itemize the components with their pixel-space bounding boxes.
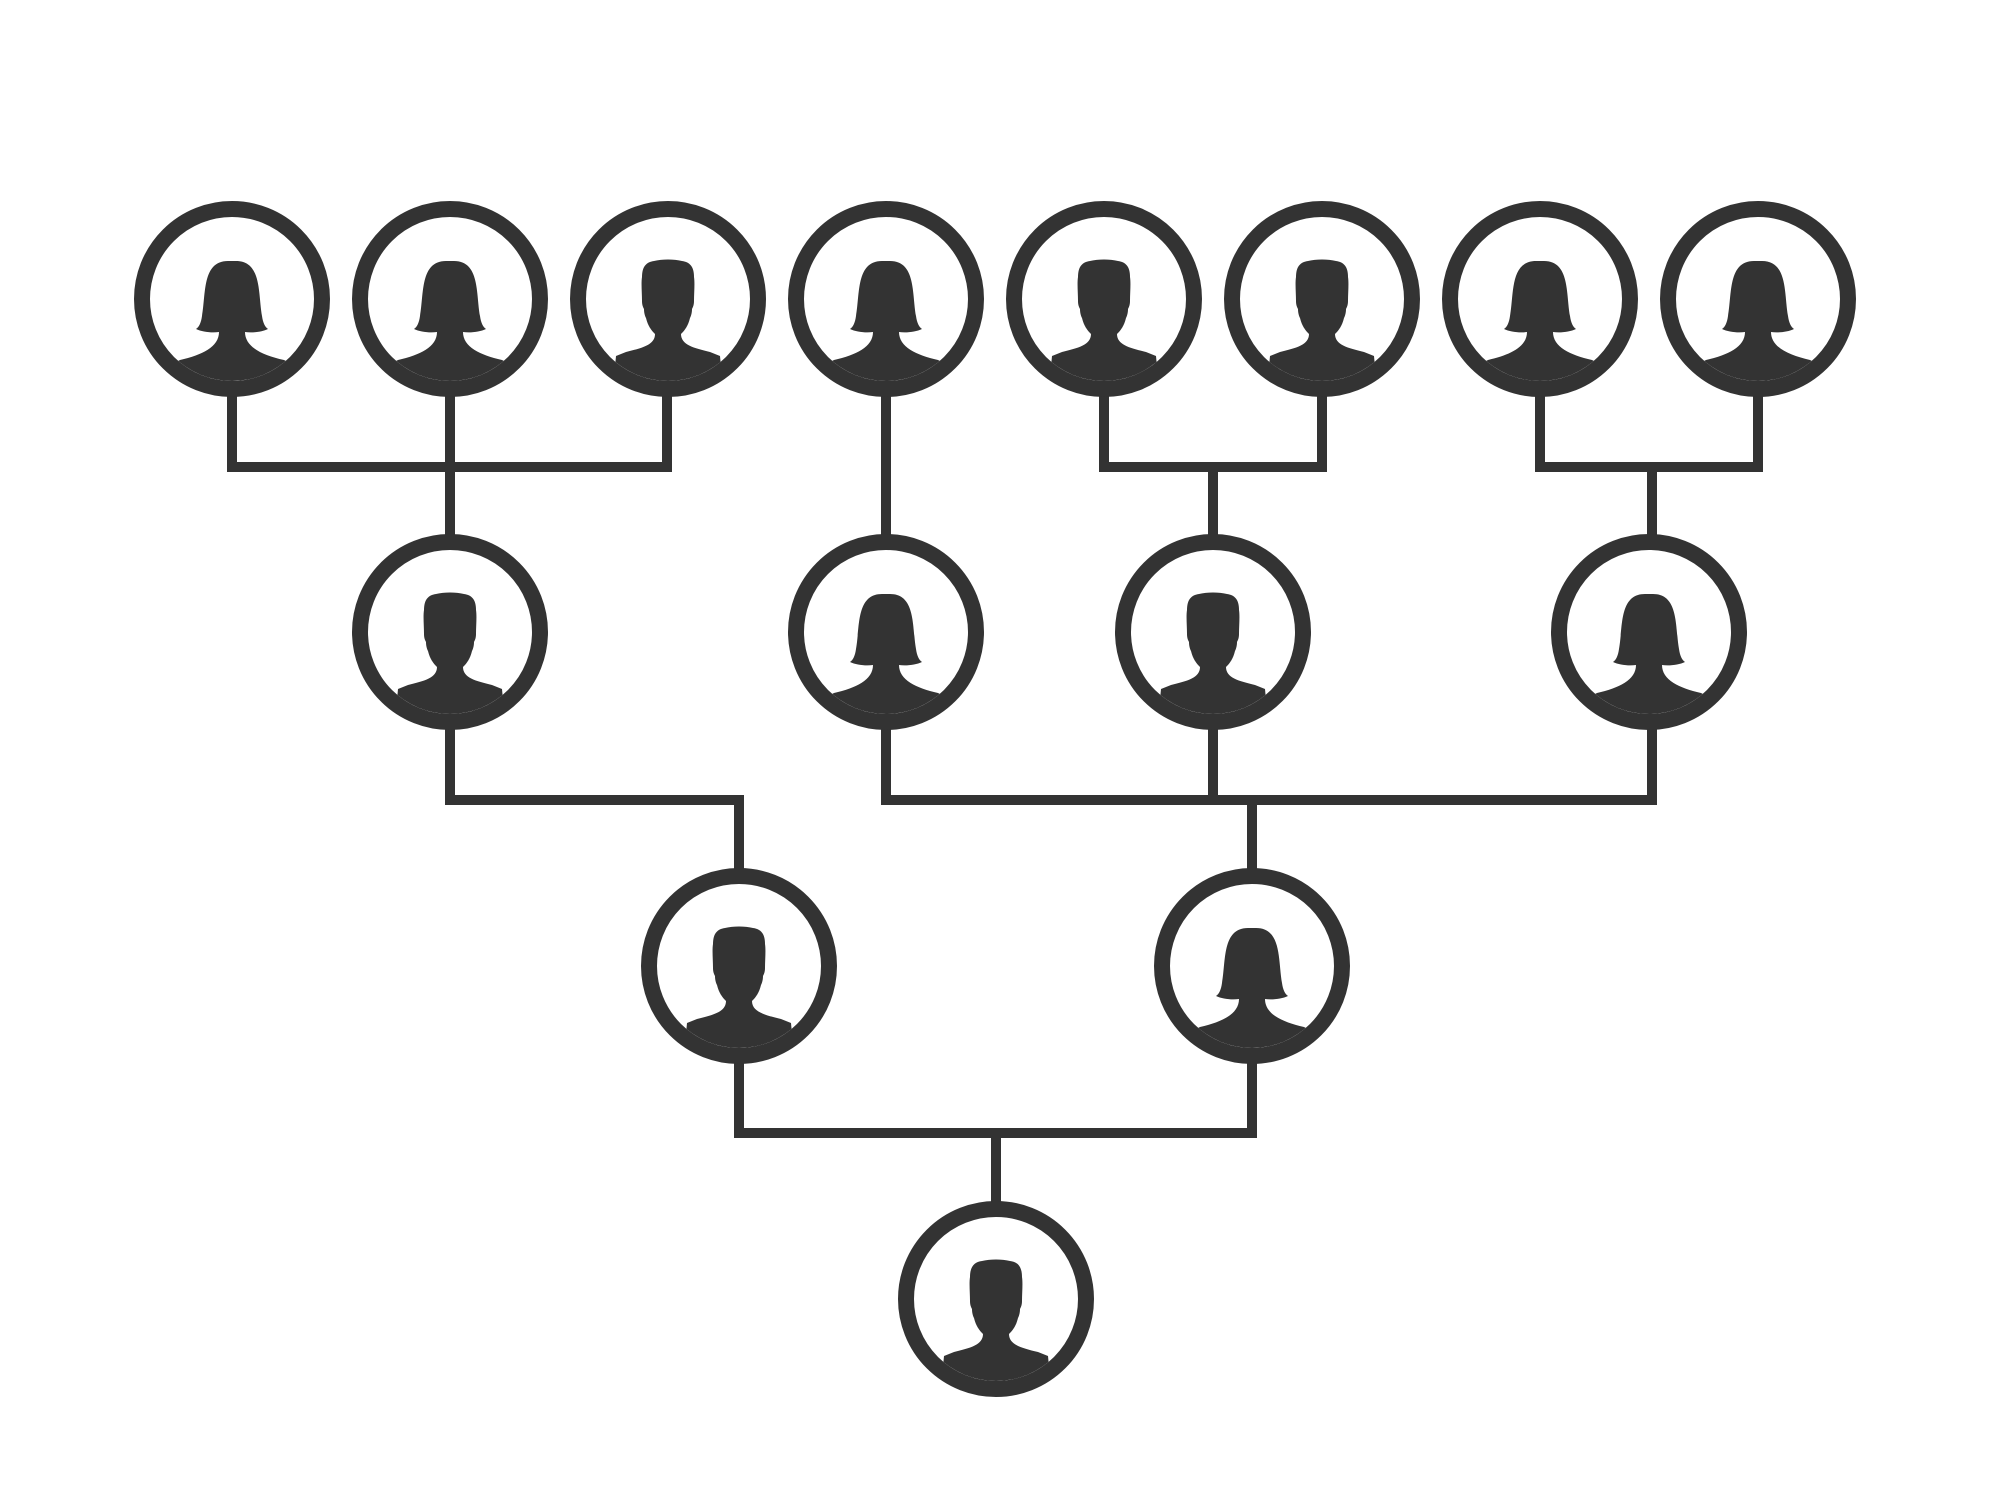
connector-p3 (1099, 380, 1327, 551)
person-node-g1 (134, 201, 330, 397)
connector-root (734, 1047, 1257, 1218)
person-node-g4 (788, 201, 984, 397)
female-avatar-icon (1702, 261, 1814, 381)
person-node-p1 (352, 534, 548, 730)
person-nodes (134, 201, 1856, 1397)
male-avatar-icon (940, 1259, 1052, 1381)
person-node-p2 (788, 534, 984, 730)
person-node-g5 (1006, 201, 1202, 397)
female-avatar-icon (394, 261, 506, 381)
male-avatar-icon (394, 592, 506, 714)
person-node-p3 (1115, 534, 1311, 730)
male-avatar-icon (1157, 592, 1269, 714)
person-node-root (898, 1201, 1094, 1397)
person-node-g7 (1442, 201, 1638, 397)
connector-c2 (881, 713, 1657, 885)
person-node-g2 (352, 201, 548, 397)
person-node-g6 (1224, 201, 1420, 397)
female-avatar-icon (830, 261, 942, 381)
connector-c1 (445, 713, 744, 885)
female-avatar-icon (1196, 928, 1308, 1048)
male-avatar-icon (683, 926, 795, 1048)
person-node-p4 (1551, 534, 1747, 730)
connector-p4 (1535, 380, 1763, 551)
male-avatar-icon (1266, 259, 1378, 381)
female-avatar-icon (830, 594, 942, 714)
female-avatar-icon (176, 261, 288, 381)
connector-p1 (227, 380, 672, 551)
male-avatar-icon (1048, 259, 1160, 381)
connector-lines (227, 380, 1763, 1218)
person-node-c2 (1154, 868, 1350, 1064)
female-avatar-icon (1484, 261, 1596, 381)
person-node-g8 (1660, 201, 1856, 397)
person-node-c1 (641, 868, 837, 1064)
male-avatar-icon (612, 259, 724, 381)
person-node-g3 (570, 201, 766, 397)
female-avatar-icon (1593, 594, 1705, 714)
